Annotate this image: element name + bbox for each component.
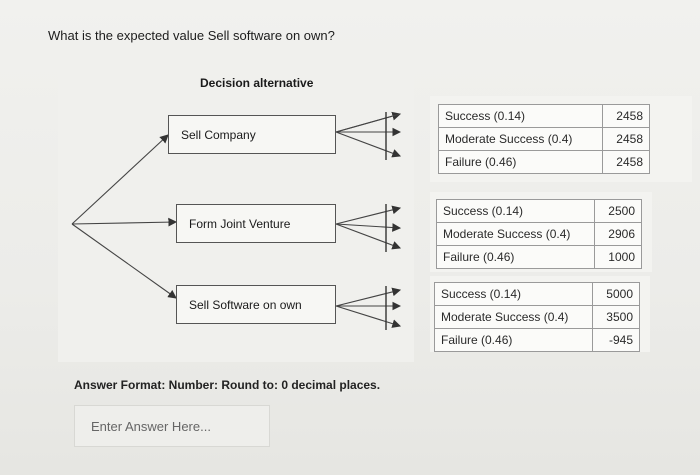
outcome-table-sell-software: Success (0.14) 5000 Moderate Success (0.… <box>434 282 640 352</box>
table-row: Success (0.14) 5000 <box>434 282 640 306</box>
outcome-label: Success (0.14) <box>438 104 603 128</box>
outcome-label: Moderate Success (0.4) <box>434 305 593 329</box>
alt-label: Form Joint Venture <box>189 216 291 231</box>
outcome-value: 2458 <box>602 104 650 128</box>
outcome-table-joint-venture: Success (0.14) 2500 Moderate Success (0.… <box>436 199 642 269</box>
outcome-label: Success (0.14) <box>434 282 593 306</box>
outcome-label: Failure (0.46) <box>436 245 595 269</box>
table-row: Failure (0.46) 2458 <box>438 150 650 174</box>
alt-box-joint-venture: Form Joint Venture <box>176 204 336 243</box>
outcome-label: Success (0.14) <box>436 199 595 223</box>
outcome-value: 5000 <box>592 282 640 306</box>
outcome-arrow <box>335 287 402 307</box>
outcome-value: 3500 <box>592 305 640 329</box>
outcome-arrow <box>335 223 402 232</box>
table-row: Moderate Success (0.4) 2458 <box>438 127 650 151</box>
outcome-value: 2458 <box>602 127 650 151</box>
outcome-arrow <box>335 131 402 158</box>
outcome-label: Failure (0.46) <box>438 150 603 174</box>
outcome-label: Moderate Success (0.4) <box>436 222 595 246</box>
outcome-value: -945 <box>592 328 640 352</box>
table-row: Failure (0.46) -945 <box>434 328 640 352</box>
branch-joint-venture <box>71 217 178 227</box>
answer-format-note: Answer Format: Number: Round to: 0 decim… <box>74 378 381 392</box>
outcome-value: 2906 <box>594 222 642 246</box>
table-row: Success (0.14) 2500 <box>436 199 642 223</box>
outcome-label: Moderate Success (0.4) <box>438 127 603 151</box>
alt-label: Sell Company <box>181 127 256 142</box>
alt-box-sell-company: Sell Company <box>168 115 336 154</box>
table-row: Moderate Success (0.4) 3500 <box>434 305 640 329</box>
outcome-value: 1000 <box>594 245 642 269</box>
decision-alternative-heading: Decision alternative <box>200 76 314 90</box>
alt-label: Sell Software on own <box>189 297 302 312</box>
outcome-value: 2458 <box>602 150 650 174</box>
outcome-arrow <box>335 205 402 225</box>
question-text: What is the expected value Sell software… <box>48 28 335 43</box>
table-row: Failure (0.46) 1000 <box>436 245 642 269</box>
branch-sell-software <box>71 223 177 299</box>
branch-sell-company <box>71 134 169 225</box>
outcome-arrow <box>335 223 402 250</box>
outcome-table-sell-company: Success (0.14) 2458 Moderate Success (0.… <box>438 104 650 174</box>
alt-box-sell-software: Sell Software on own <box>176 285 336 324</box>
outcome-arrow <box>335 305 402 328</box>
table-row: Moderate Success (0.4) 2906 <box>436 222 642 246</box>
outcome-value: 2500 <box>594 199 642 223</box>
answer-input[interactable] <box>74 405 270 447</box>
outcome-label: Failure (0.46) <box>434 328 593 352</box>
table-row: Success (0.14) 2458 <box>438 104 650 128</box>
